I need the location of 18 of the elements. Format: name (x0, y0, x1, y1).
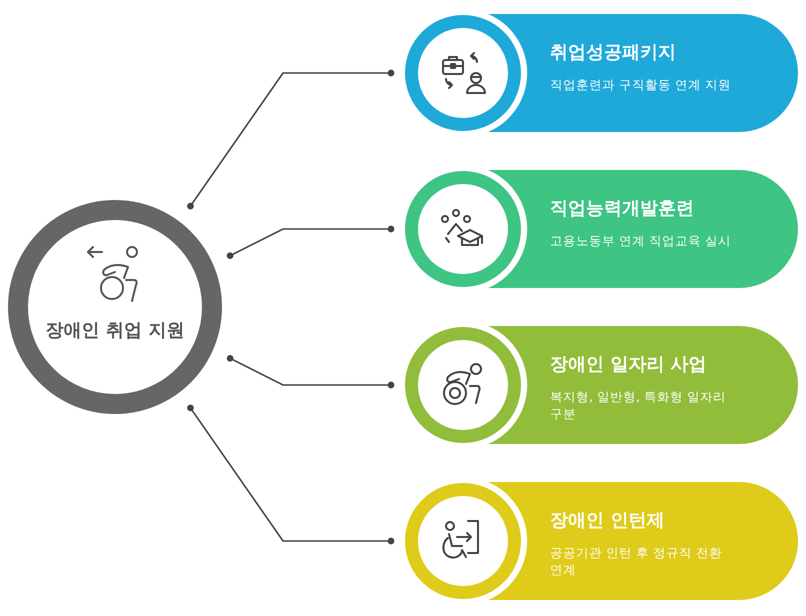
connector-line (226, 226, 394, 260)
card-title: 장애인 일자리 사업 (550, 353, 707, 376)
card-title: 직업능력개발훈련 (550, 197, 694, 220)
job-package-card (405, 14, 798, 132)
card-title: 장애인 인턴제 (550, 509, 664, 532)
internship-card (405, 482, 798, 600)
connector-line (187, 70, 394, 210)
hub-circle (8, 200, 222, 414)
training-card (405, 170, 798, 288)
card-description: 공공기관 인턴 후 정규직 전환 연계 (550, 544, 723, 578)
job-program-card (405, 326, 798, 444)
card-description: 복지형, 일반형, 특화형 일자리 구분 (550, 388, 727, 422)
card-description: 고용노동부 연계 직업교육 실시 (550, 232, 732, 249)
connector-line (226, 354, 394, 388)
card-description: 직업훈련과 구직활동 연계 지원 (550, 76, 732, 93)
hub-title: 장애인 취업 지원 (44, 319, 186, 342)
connector-line (187, 404, 394, 544)
card-title: 취업성공패키지 (550, 41, 676, 64)
